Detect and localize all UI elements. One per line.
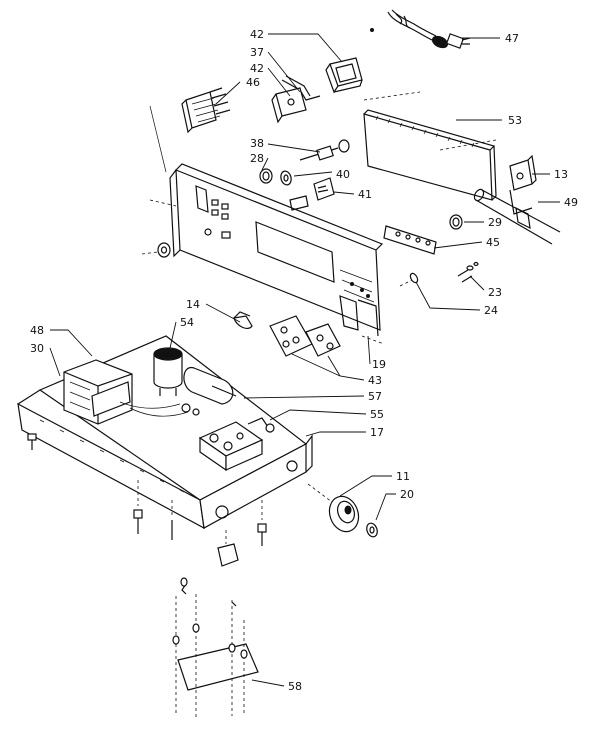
label-40: 40 <box>336 168 350 181</box>
nut-part-20 <box>366 522 378 538</box>
module-part-55 <box>198 417 275 472</box>
label-42-mid: 42 <box>250 62 264 75</box>
label-58: 58 <box>288 680 302 693</box>
bracket-part-42-top <box>325 57 363 94</box>
label-47: 47 <box>505 32 519 45</box>
bottom-cover-part-58 <box>172 577 259 720</box>
screws-part <box>27 433 267 546</box>
label-54: 54 <box>180 316 194 329</box>
label-29: 29 <box>488 216 502 229</box>
label-37: 37 <box>250 46 264 59</box>
washer-part-40 <box>280 170 292 186</box>
label-19: 19 <box>372 358 386 371</box>
leader-lines <box>49 33 560 687</box>
label-23: 23 <box>488 286 502 299</box>
small-plate-part <box>289 195 309 211</box>
label-13: 13 <box>554 168 568 181</box>
terminal-strip-part-46 <box>181 87 231 134</box>
clip-part-14 <box>233 311 253 330</box>
label-14: 14 <box>186 298 200 311</box>
label-30: 30 <box>30 342 44 355</box>
terminal-block-part-43 <box>269 315 341 357</box>
label-45: 45 <box>486 236 500 249</box>
screw-part-38 <box>299 139 350 161</box>
capacitor-part-54 <box>153 347 183 396</box>
spacer-part-24 <box>399 272 419 287</box>
label-53: 53 <box>508 114 522 127</box>
label-28: 28 <box>250 152 264 165</box>
bracket-part-42-mid <box>271 87 307 124</box>
knob-part-11 <box>307 483 360 533</box>
foot-part <box>217 530 239 567</box>
grommet-part-29 <box>449 214 463 230</box>
power-cord-part <box>370 9 471 49</box>
label-42-top: 42 <box>250 28 264 41</box>
transformer-part-48 <box>63 359 133 425</box>
relay-part-57 <box>181 367 237 416</box>
wiring-part <box>119 401 189 417</box>
label-48: 48 <box>30 324 44 337</box>
pcb-part-45 <box>383 225 437 255</box>
label-46: 46 <box>246 76 260 89</box>
bracket-part-13 <box>509 154 537 215</box>
knob-part-panel <box>141 242 171 258</box>
front-panel-part <box>149 105 385 345</box>
switch-part-41 <box>313 177 335 201</box>
label-11: 11 <box>396 470 410 483</box>
label-17: 17 <box>370 426 384 439</box>
label-55: 55 <box>370 408 384 421</box>
label-20: 20 <box>400 488 414 501</box>
label-24: 24 <box>484 304 498 317</box>
clip-part-37 <box>281 75 321 101</box>
lamp-part-23 <box>457 261 479 283</box>
label-57: 57 <box>368 390 382 403</box>
label-38: 38 <box>250 137 264 150</box>
part-labels: 47 42 37 42 46 53 38 28 40 41 13 49 29 4… <box>30 28 578 693</box>
tube-part-49 <box>473 188 561 245</box>
chassis-part-17 <box>17 335 313 530</box>
label-43: 43 <box>368 374 382 387</box>
label-41: 41 <box>358 188 372 201</box>
shield-part-53 <box>363 91 497 201</box>
label-49: 49 <box>564 196 578 209</box>
bushing-part-28 <box>259 168 273 184</box>
